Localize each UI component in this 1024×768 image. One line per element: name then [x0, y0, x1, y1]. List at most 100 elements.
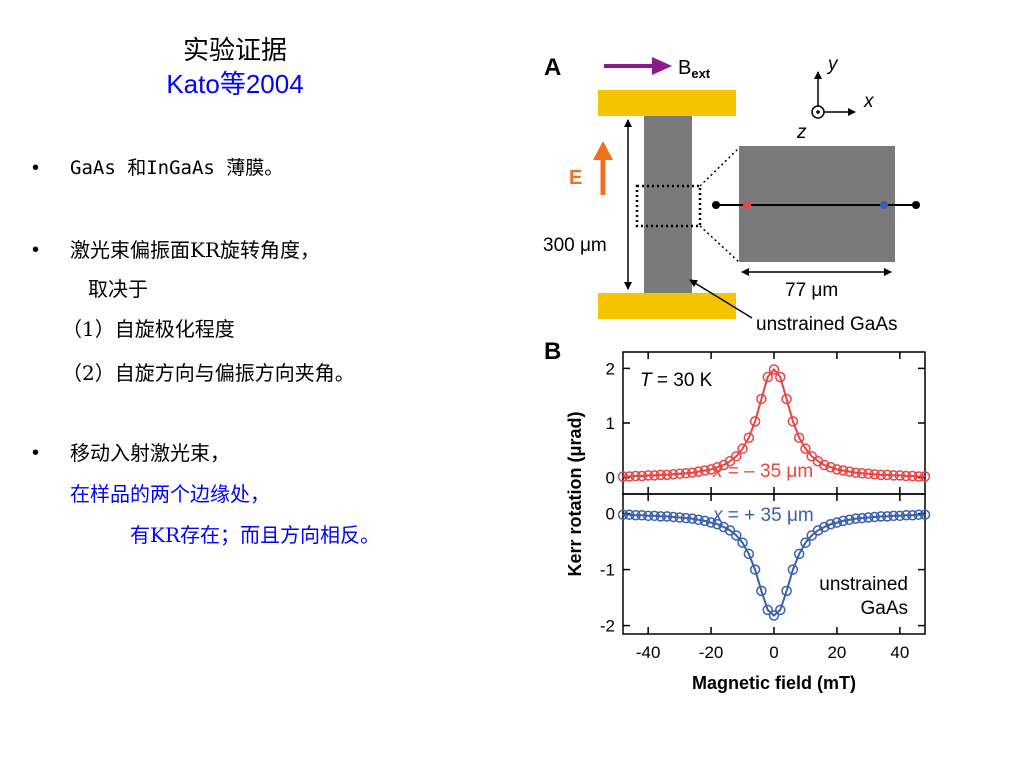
sample-annotation-line-1: unstrained: [819, 574, 908, 595]
scan-end-left: [712, 201, 720, 209]
data-point-bottom-21: [749, 564, 761, 575]
data-point-top-32: [819, 459, 830, 471]
data-point-top-4: [642, 470, 654, 481]
data-point-top-48: [919, 471, 931, 482]
data-point-top-9: [674, 468, 685, 480]
axis-z-label: z: [796, 122, 807, 143]
data-point-top-35: [837, 465, 849, 476]
data-point-top-33: [825, 461, 836, 473]
zoom-line-top: [699, 147, 740, 187]
bext-arrow: [604, 57, 672, 75]
data-point-bottom-19: [737, 537, 748, 548]
data-point-bottom-48: [919, 509, 931, 520]
sample-label: unstrained GaAs: [756, 314, 898, 335]
data-point-top-19: [737, 443, 748, 454]
y-tick-label-top-0: 0: [606, 469, 615, 488]
data-point-bottom-25: [775, 604, 786, 616]
data-point-bottom-14: [705, 517, 717, 528]
data-point-top-2: [630, 470, 641, 482]
data-point-bottom-46: [907, 510, 918, 521]
sample-annotation-line-2: GaAs: [860, 598, 908, 619]
data-point-top-6: [655, 469, 666, 481]
data-point-bottom-26: [781, 585, 792, 597]
data-point-top-39: [863, 468, 874, 480]
data-point-bottom-16: [718, 521, 729, 533]
data-point-bottom-15: [712, 518, 723, 530]
red-series-label: x = – 35 μm: [712, 461, 813, 482]
data-point-bottom-28: [793, 548, 805, 560]
panel-a-label: A: [544, 54, 561, 81]
data-point-top-24: [768, 364, 780, 375]
data-point-top-10: [680, 467, 692, 479]
zoom-line-bottom: [699, 225, 740, 263]
data-point-bottom-5: [649, 510, 660, 522]
data-point-top-21: [749, 416, 761, 427]
data-point-top-0: [617, 471, 629, 482]
x-tick-label-4: 40: [890, 643, 909, 662]
x-tick-label-0: -40: [636, 643, 661, 662]
data-point-top-37: [850, 467, 862, 478]
red-position-marker: [743, 201, 751, 209]
data-point-bottom-31: [812, 525, 824, 536]
data-point-bottom-3: [636, 510, 648, 521]
data-point-top-14: [705, 464, 717, 475]
bullet-2-line-2: 取决于: [88, 277, 148, 301]
data-point-top-43: [888, 470, 899, 481]
data-point-top-20: [743, 432, 755, 443]
data-point-bottom-4: [642, 510, 654, 522]
slide-subtitle: Kato等2004: [166, 69, 304, 99]
data-point-bottom-1: [624, 509, 635, 520]
height-label: 300 μm: [543, 235, 607, 256]
data-point-bottom-29: [800, 537, 811, 548]
x-tick-label-1: -20: [699, 643, 724, 662]
data-point-top-29: [800, 443, 811, 454]
e-field-arrow: [593, 141, 613, 195]
data-point-top-15: [712, 461, 723, 473]
coordinate-axes-icon: [811, 71, 856, 119]
x-tick-label-3: 20: [827, 643, 846, 662]
data-point-bottom-0: [617, 509, 629, 520]
data-point-bottom-36: [844, 514, 855, 526]
data-point-top-40: [869, 469, 880, 480]
data-point-bottom-40: [869, 511, 880, 523]
y-tick-label-top-2: 2: [606, 359, 615, 378]
e-field-label: E: [569, 167, 582, 189]
data-point-top-27: [787, 416, 799, 427]
data-point-bottom-10: [680, 512, 692, 524]
y-axis-label: Kerr rotation (μrad): [565, 411, 585, 576]
data-point-bottom-13: [699, 515, 711, 527]
bullet-2-line-3: （1）自旋极化程度: [62, 317, 235, 341]
data-point-top-42: [882, 469, 893, 481]
data-point-top-47: [913, 471, 924, 482]
data-point-bottom-12: [693, 514, 704, 526]
data-point-bottom-47: [913, 509, 924, 520]
data-point-bottom-42: [882, 511, 893, 522]
blue-position-marker: [880, 201, 888, 209]
data-point-top-41: [875, 469, 887, 481]
y-tick-label-bottom-2: -2: [600, 617, 615, 636]
bullet-1-text: GaAs 和InGaAs 薄膜。: [70, 157, 284, 179]
data-point-top-11: [686, 467, 698, 478]
data-point-top-38: [856, 467, 868, 479]
bullet-marker-2: •: [32, 239, 40, 261]
data-point-bottom-6: [655, 511, 666, 522]
data-point-bottom-27: [787, 564, 799, 575]
data-point-bottom-32: [819, 521, 830, 533]
bext-label: Bext: [678, 57, 711, 81]
data-point-bottom-7: [661, 511, 673, 522]
data-point-bottom-11: [686, 513, 698, 524]
data-point-bottom-37: [850, 513, 862, 524]
data-point-bottom-24: [768, 610, 780, 621]
temperature-annotation: T = 30 K: [640, 370, 713, 391]
width-label: 77 μm: [785, 280, 838, 301]
data-point-bottom-39: [863, 512, 874, 523]
top-electrode: [598, 90, 736, 116]
data-point-bottom-18: [731, 530, 742, 541]
data-point-bottom-43: [888, 510, 899, 522]
bullet-3-line-1: 移动入射激光束，: [70, 441, 230, 465]
sample-callout-line: [689, 279, 753, 319]
bullet-2-line-1: 激光束偏振面KR旋转角度，: [70, 238, 320, 262]
data-point-top-44: [894, 470, 906, 481]
y-tick-label-bottom-0: 0: [606, 505, 615, 524]
